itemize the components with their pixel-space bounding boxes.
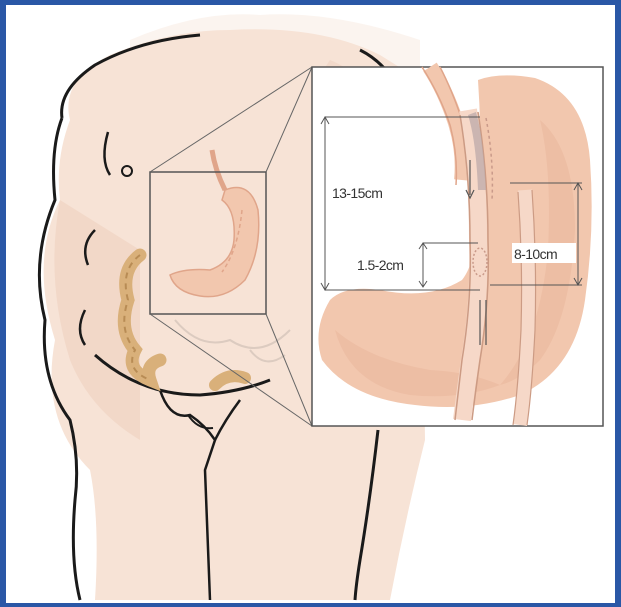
inset-panel: 13-15cm 1.5-2cm 8-10cm — [312, 67, 603, 426]
label-total-length: 13-15cm — [332, 185, 382, 201]
label-fundus-width: 8-10cm — [514, 246, 557, 262]
label-pylorus-distance: 1.5-2cm — [357, 257, 403, 273]
